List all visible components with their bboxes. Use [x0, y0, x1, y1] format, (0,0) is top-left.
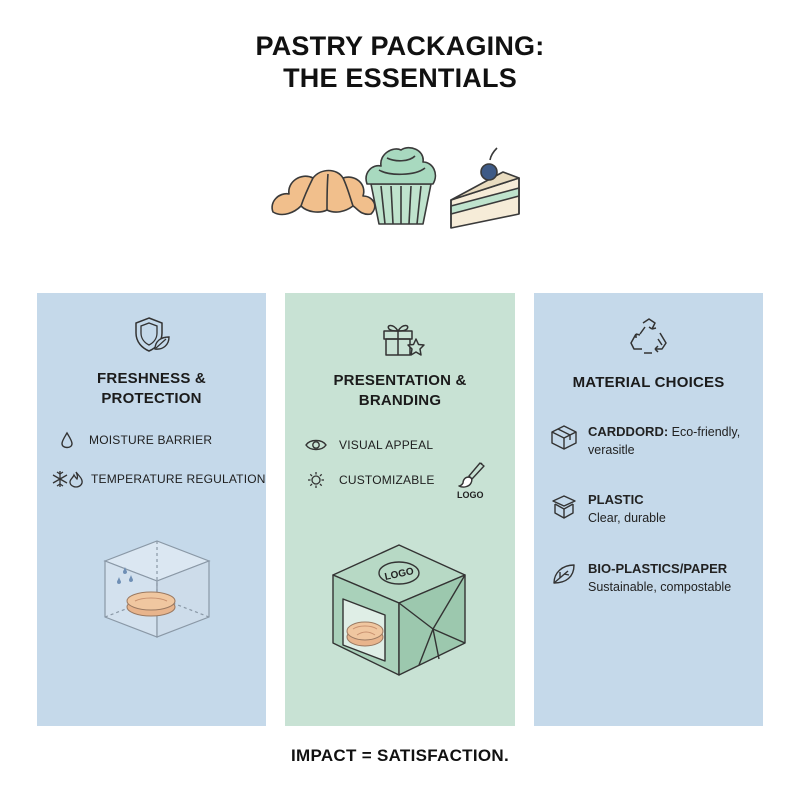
cake-slice-icon	[450, 147, 520, 229]
pastries-illustration	[271, 146, 520, 229]
gift-star-icon	[383, 324, 425, 356]
logo-tag: LOGO	[457, 490, 484, 500]
feature-customizable: CUSTOMIZABLE	[307, 471, 435, 489]
material-desc: Sustainable, compostable	[588, 580, 732, 594]
material-cardboard: CARDDORD: Eco-friendly, verasitle	[550, 423, 760, 459]
eye-icon	[305, 439, 327, 451]
sun-gear-icon	[308, 472, 324, 488]
feature-moisture-barrier: MOISTURE BARRIER	[59, 431, 212, 449]
material-desc: Eco-friendly, verasitle	[588, 425, 741, 457]
page-title: PASTRY PACKAGING: THE ESSENTIALS	[0, 30, 800, 94]
feature-visual-appeal: VISUAL APPEAL	[305, 437, 433, 453]
feature-label: MOISTURE BARRIER	[89, 433, 213, 447]
cupcake-icon	[365, 146, 437, 225]
feature-label: VISUAL APPEAL	[339, 438, 434, 452]
panel-heading-line-1: PRESENTATION &	[333, 372, 467, 389]
panel-presentation-branding: PRESENTATION & BRANDING VISUAL APPEAL CU…	[285, 293, 515, 726]
title-line-1: PASTRY PACKAGING:	[255, 31, 545, 61]
material-bio-plastics: BIO-PLASTICS/PAPER Sustainable, composta…	[550, 560, 760, 596]
feature-label: TEMPERATURE REGULATION	[91, 472, 266, 486]
panel-heading: FRESHNESS & PROTECTION	[37, 369, 266, 409]
droplet-icon	[61, 431, 73, 449]
feature-label: CUSTOMIZABLE	[339, 473, 435, 487]
panel-heading: MATERIAL CHOICES	[572, 374, 725, 391]
croissant-icon	[271, 169, 376, 216]
panel-heading-line-2: BRANDING	[358, 392, 442, 409]
material-name: BIO-PLASTICS/PAPER	[588, 561, 728, 576]
material-text: PLASTIC Clear, durable	[588, 491, 666, 527]
title-line-2: THE ESSENTIALS	[283, 63, 517, 93]
material-name: PLASTIC	[588, 492, 644, 507]
paintbrush-icon	[458, 462, 485, 488]
material-plastic: PLASTIC Clear, durable	[550, 491, 760, 527]
material-text: CARDDORD: Eco-friendly, verasitle	[588, 423, 760, 459]
panel-material-choices: MATERIAL CHOICES CARDDORD: Eco-friendly,…	[534, 293, 763, 726]
panel-freshness-protection: FRESHNESS & PROTECTION MOISTURE BARRIER …	[37, 293, 266, 726]
cardboard-box-icon	[551, 425, 577, 450]
leaf-icon	[553, 564, 575, 584]
plastic-tub-icon	[552, 495, 576, 519]
snowflake-flame-icon	[52, 471, 83, 488]
recycle-icon	[630, 318, 667, 354]
feature-temperature-regulation: TEMPERATURE REGULATION	[51, 469, 266, 489]
panel-heading-line-1: FRESHNESS &	[97, 370, 206, 387]
material-text: BIO-PLASTICS/PAPER Sustainable, composta…	[588, 560, 731, 596]
panel-heading: PRESENTATION & BRANDING	[285, 371, 515, 411]
window-box-icon: LOGO	[332, 544, 466, 676]
shield-leaf-icon	[135, 317, 170, 352]
panel-heading-line-2: PROTECTION	[101, 390, 202, 407]
clear-box-icon	[103, 540, 211, 638]
footer-tagline: IMPACT = SATISFACTION.	[290, 746, 509, 765]
material-desc: Clear, durable	[588, 511, 666, 525]
material-name: CARDDORD:	[588, 424, 669, 439]
